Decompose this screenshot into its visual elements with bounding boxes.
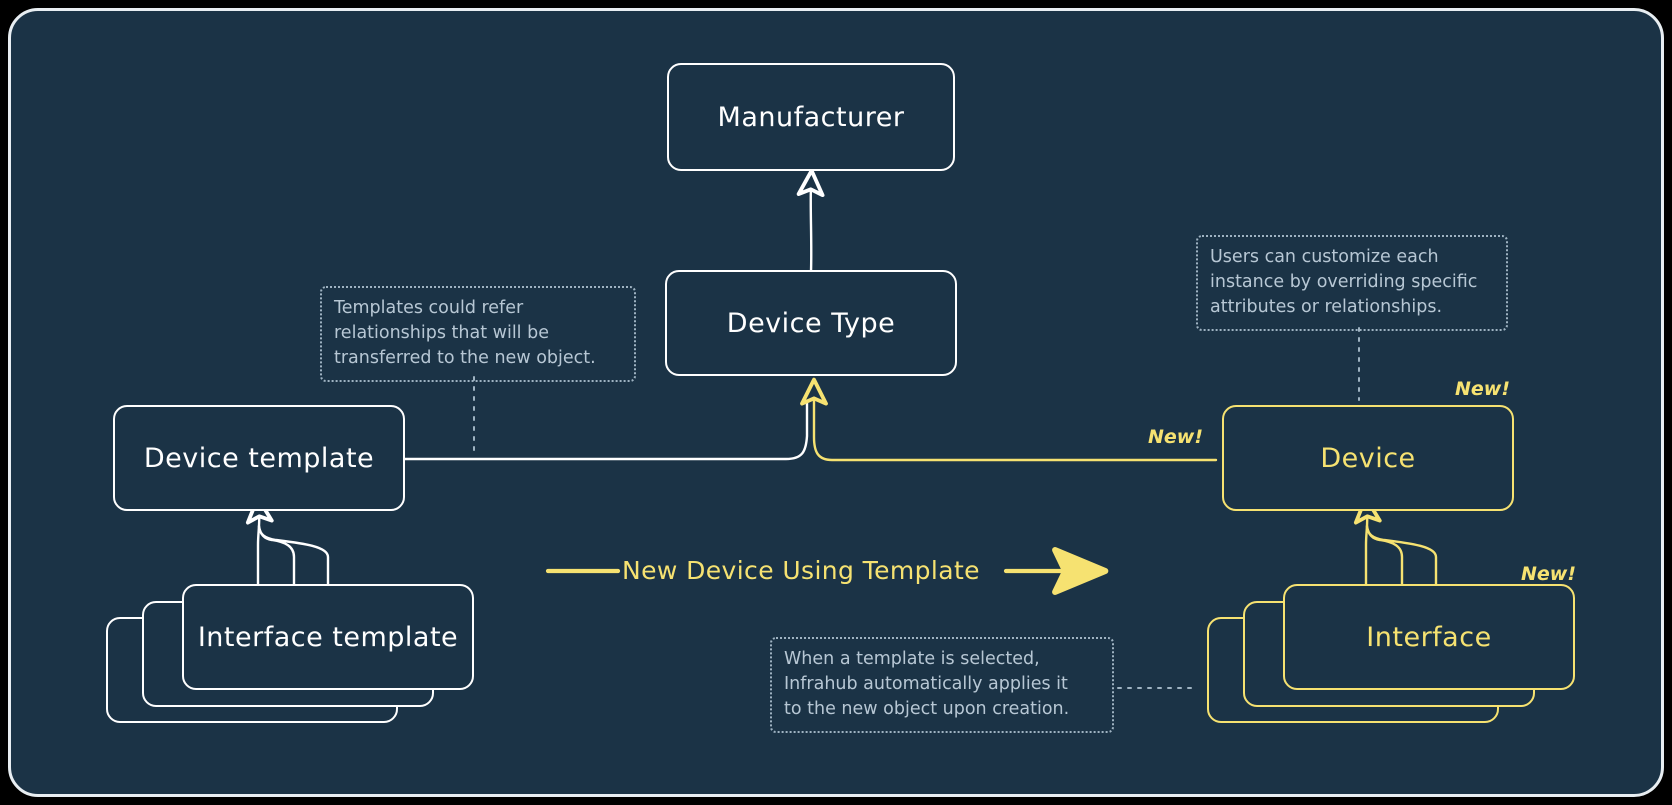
node-device[interactable]: Device bbox=[1222, 405, 1514, 511]
badge-new-interface-corner: New! bbox=[1521, 563, 1577, 585]
note-templates-refer: Templates could refer relationships that… bbox=[320, 286, 636, 382]
badge-new-device-edge: New! bbox=[1148, 426, 1204, 448]
node-interface-label: Interface bbox=[1366, 621, 1492, 653]
node-device-label: Device bbox=[1320, 442, 1416, 474]
node-device-template[interactable]: Device template bbox=[113, 405, 405, 511]
badge-new-device-corner: New! bbox=[1455, 378, 1511, 400]
note-users-customize: Users can customize each instance by ove… bbox=[1196, 235, 1508, 331]
node-manufacturer-label: Manufacturer bbox=[717, 101, 905, 133]
node-interface-template[interactable]: Interface template bbox=[182, 584, 474, 690]
node-device-template-label: Device template bbox=[143, 442, 375, 474]
node-interface[interactable]: Interface bbox=[1283, 584, 1575, 690]
flow-arrow-label: New Device Using Template bbox=[622, 556, 980, 585]
node-manufacturer[interactable]: Manufacturer bbox=[667, 63, 955, 171]
node-interface-template-label: Interface template bbox=[197, 621, 459, 653]
note-auto-apply: When a template is selected, Infrahub au… bbox=[770, 637, 1114, 733]
node-device-type-label: Device Type bbox=[726, 307, 896, 339]
node-device-type[interactable]: Device Type bbox=[665, 270, 957, 376]
